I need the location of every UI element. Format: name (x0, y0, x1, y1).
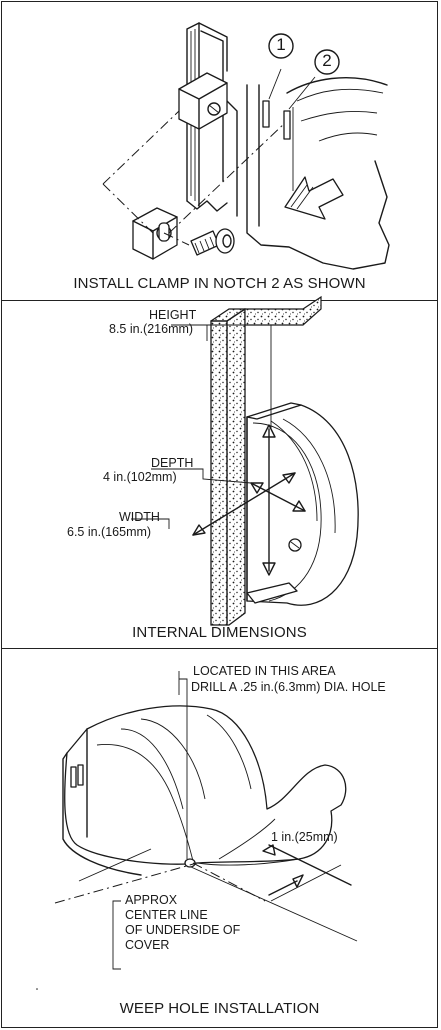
weep-note-line-1: LOCATED IN THIS AREA (193, 664, 336, 678)
callout-2: 2 (322, 51, 332, 70)
stray-dot (36, 988, 38, 990)
weep-hole-marker (184, 858, 196, 868)
panel-install-clamp: 1 2 INSTALL CLAMP IN NOTCH 2 AS SHOWN (1, 1, 438, 300)
housing-cover (246, 402, 359, 606)
notch-2 (283, 110, 291, 140)
width-value: 6.5 in.(165mm) (67, 525, 152, 539)
note-leaders (178, 671, 188, 859)
dimension-lines (131, 324, 306, 576)
caption-install-clamp: INSTALL CLAMP IN NOTCH 2 AS SHOWN (73, 275, 366, 292)
depth-label: DEPTH (151, 456, 194, 470)
arrow-icon (284, 176, 344, 220)
centerline-line-2: CENTER LINE (125, 908, 208, 922)
divider-1 (1, 300, 438, 301)
screw-icon (190, 228, 235, 256)
height-value: 8.5 in.(216mm) (109, 322, 194, 336)
dimensions-illustration (131, 295, 359, 626)
stipple-wall-icon (210, 295, 322, 626)
caption-weep-hole: WEEP HOLE INSTALLATION (119, 1000, 320, 1017)
mounted-clamp (178, 72, 228, 130)
centerline-line-4: COVER (125, 938, 170, 952)
assembly-lines (102, 110, 288, 246)
callout-1: 1 (276, 35, 286, 54)
cover-part (246, 68, 390, 270)
callout-circle-1 (268, 33, 294, 59)
divider-2 (1, 648, 438, 649)
centerline-line-1: APPROX (125, 893, 178, 907)
centerline-bracket (112, 900, 121, 970)
caption-internal-dimensions: INTERNAL DIMENSIONS (132, 624, 307, 641)
offset-value: 1 in.(25mm) (271, 830, 338, 844)
offset-dimension (78, 844, 358, 942)
panel-internal-dimensions: HEIGHT 8.5 in.(216mm) DEPTH 4 in.(102mm)… (1, 295, 438, 646)
callout-circle-2 (314, 49, 340, 75)
cover-underside (62, 705, 347, 876)
clamp-bracket-icon (132, 207, 178, 260)
width-label: WIDTH (119, 510, 160, 524)
height-label: HEIGHT (149, 308, 197, 322)
centerline-line-3: OF UNDERSIDE OF (125, 923, 241, 937)
weep-hole-illustration (36, 671, 358, 990)
notch-1 (262, 100, 270, 128)
center-line (54, 862, 198, 904)
weep-note-line-2: DRILL A .25 in.(6.3mm) DIA. HOLE (191, 680, 386, 694)
panel-weep-hole: LOCATED IN THIS AREA DRILL A .25 in.(6.3… (1, 649, 438, 1029)
depth-value: 4 in.(102mm) (103, 470, 177, 484)
clamp-illustration (102, 22, 390, 270)
